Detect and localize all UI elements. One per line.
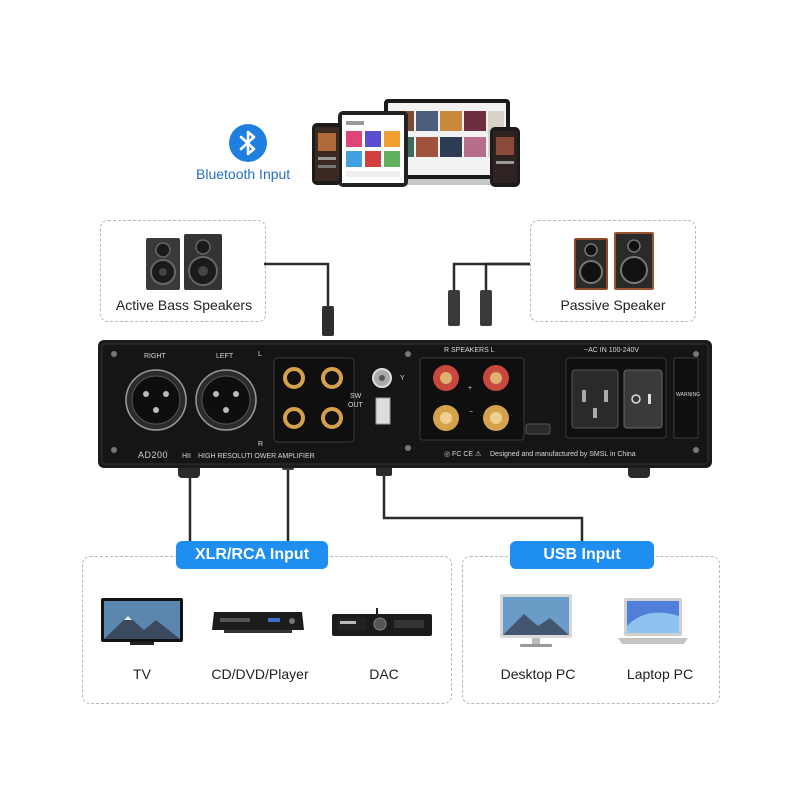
bluetooth-icon: [228, 123, 268, 163]
xlr-rca-input-pill: XLR/RCA Input: [176, 541, 328, 569]
devices-illustration: [310, 97, 530, 192]
amplifier-back-panel: RIGHT LEFT L R SW OUT Y R SPEAKERS L: [98, 336, 712, 481]
xlr-right-label: RIGHT: [144, 353, 167, 360]
device-label-cd-dvd-player: CD/DVD/Player: [211, 666, 309, 682]
usb-input-pill: USB Input: [510, 541, 654, 569]
r-marker: R: [258, 441, 263, 448]
l-marker: L: [258, 351, 262, 358]
plus-marker: +: [468, 385, 472, 392]
warning-label: WARNING: [676, 392, 700, 398]
sw-out-label-2: OUT: [348, 402, 364, 409]
sw-out-label: SW: [350, 393, 362, 400]
bluetooth-label: Bluetooth Input: [196, 166, 291, 182]
model-suffix: HII: [182, 453, 191, 460]
maker-text: Designed and manufactured by SMSL in Chi…: [490, 451, 636, 458]
passive-speakers-image: [572, 230, 656, 292]
y-marker: Y: [400, 375, 405, 382]
device-label-dac: DAC: [369, 666, 399, 682]
cd-dvd-player-image: [210, 604, 306, 640]
active-bass-speakers-label: Active Bass Speakers: [115, 297, 253, 313]
active-bass-speakers-box: [100, 220, 266, 322]
passive-speaker-label: Passive Speaker: [560, 297, 666, 313]
power-label: ~AC IN 100-240V: [584, 347, 639, 354]
laptop-pc-image: [616, 596, 690, 648]
certification-text: ◎ FC CE ⚠: [444, 450, 481, 458]
dac-image: [330, 604, 434, 640]
tv-image: [100, 596, 184, 648]
model-text: AD200: [138, 450, 168, 460]
speakers-label: R SPEAKERS L: [444, 347, 495, 354]
minus-marker: −: [469, 409, 473, 416]
desktop-pc-image: [498, 592, 574, 652]
xlr-left-label: LEFT: [216, 353, 234, 360]
device-label-tv: TV: [133, 666, 151, 682]
active-speakers-image: [144, 232, 224, 292]
passive-speaker-box: [530, 220, 696, 322]
device-label-laptop-pc: Laptop PC: [626, 666, 694, 682]
description-text: HIGH RESOLUTI OWER AMPLIFIER: [198, 453, 315, 460]
device-label-desktop-pc: Desktop PC: [500, 666, 576, 682]
